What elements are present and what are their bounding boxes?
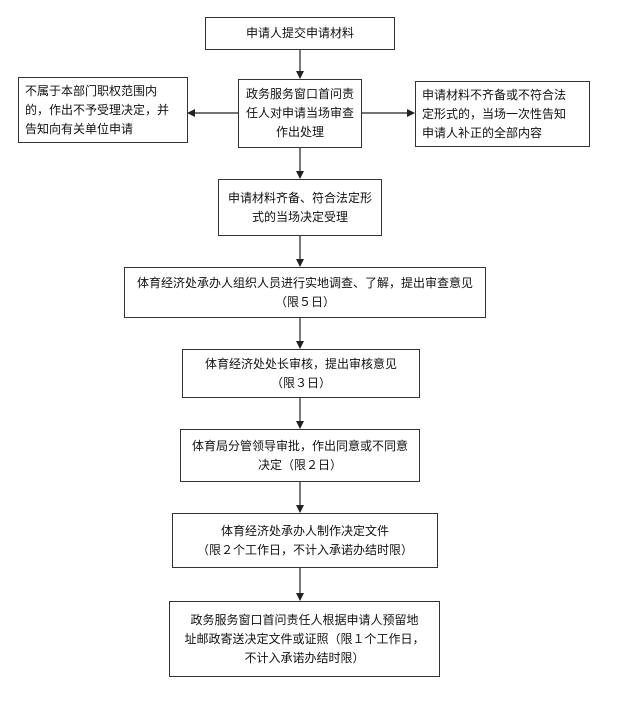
- node-submit-application: 申请人提交申请材料: [205, 17, 395, 50]
- node-deliver-document-text: 政务服务窗口首问责任人根据申请人预留地 址邮政寄送决定文件或证照（限１个工作日，…: [184, 612, 425, 665]
- node-division-review: 体育经济处处长审核，提出审核意见 （限３日）: [182, 349, 420, 398]
- node-division-review-text: 体育经济处处长审核，提出审核意见 （限３日）: [204, 356, 397, 390]
- node-reject-out-of-scope-text: 不属于本部门职权范围内 的，作出不予受理决定，并 告知向有关单位申请: [25, 83, 170, 136]
- node-supplement-materials-text: 申请材料不齐备或不符合法 定形式的，当场一次性告知 申请人补正的全部内容: [422, 87, 567, 140]
- node-make-decision-document-text: 体育经济处承办人制作决定文件 （限２个工作日，不计入承诺办结时限）: [196, 523, 413, 557]
- node-submit-application-text: 申请人提交申请材料: [245, 26, 354, 40]
- node-bureau-approval-text: 体育局分管领导审批，作出同意或不同意 决定（限２日）: [191, 438, 408, 472]
- node-window-review-text: 政务服务窗口首问责 任人对申请当场审查 作出处理: [245, 87, 354, 139]
- node-field-investigation-text: 体育经济处承办人组织人员进行实地调查、了解，提出审查意见 （限５日）: [136, 275, 473, 309]
- node-accept-application: 申请材料齐备、符合法定形 式的当场决定受理: [218, 179, 382, 236]
- node-reject-out-of-scope: 不属于本部门职权范围内 的，作出不予受理决定，并 告知向有关单位申请: [18, 77, 188, 143]
- node-supplement-materials: 申请材料不齐备或不符合法 定形式的，当场一次性告知 申请人补正的全部内容: [415, 81, 590, 147]
- node-make-decision-document: 体育经济处承办人制作决定文件 （限２个工作日，不计入承诺办结时限）: [172, 513, 438, 568]
- node-window-review: 政务服务窗口首问责 任人对申请当场审查 作出处理: [238, 79, 362, 148]
- node-accept-application-text: 申请材料齐备、符合法定形 式的当场决定受理: [227, 190, 372, 224]
- node-bureau-approval: 体育局分管领导审批，作出同意或不同意 决定（限２日）: [180, 429, 420, 482]
- node-field-investigation: 体育经济处承办人组织人员进行实地调查、了解，提出审查意见 （限５日）: [124, 267, 486, 318]
- node-deliver-document: 政务服务窗口首问责任人根据申请人预留地 址邮政寄送决定文件或证照（限１个工作日，…: [169, 601, 440, 677]
